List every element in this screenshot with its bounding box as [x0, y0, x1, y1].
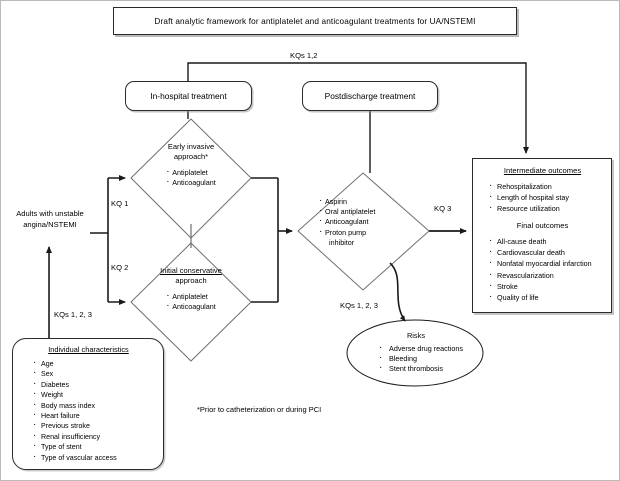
list-item: Antiplatelet [166, 291, 216, 302]
list-item: Sex [33, 368, 158, 379]
early-invasive-heading-line2: approach* [173, 152, 209, 161]
list-item-continuation: inhibitor [329, 237, 355, 247]
list-item: Diabetes [33, 379, 158, 390]
list-item: Stent thrombosis [379, 363, 463, 374]
connector-meds-to-risks [389, 262, 406, 322]
list-item: Type of stent [33, 441, 158, 452]
list-item: Age [33, 358, 158, 369]
risks-heading: Risks [406, 331, 426, 340]
final-outcomes-list: All-cause death Cardiovascular death Non… [480, 235, 605, 303]
individual-characteristics-heading: Individual characteristics [48, 345, 129, 354]
list-item: Anticoagulant [319, 216, 375, 227]
intermediate-outcomes-list: Rehospitalization Length of hospital sta… [480, 180, 605, 214]
in-hospital-treatment-box: In-hospital treatment [125, 81, 252, 111]
list-item: All-cause death [489, 235, 605, 247]
population-entry-label: Adults with unstable angina/NSTEMI [9, 209, 91, 230]
in-hospital-treatment-label: In-hospital treatment [150, 91, 227, 101]
decision-early-invasive-content: Early invasive approach* Antiplatelet An… [136, 142, 246, 190]
risks-content: Risks Adverse drug reactions Bleeding St… [357, 331, 475, 376]
early-invasive-item-list: Antiplatelet Anticoagulant [166, 167, 216, 188]
individual-characteristics-list: Age Sex Diabetes Weight Body mass index … [19, 358, 158, 463]
list-item: Stroke [489, 280, 605, 292]
initial-conservative-item-list: Antiplatelet Anticoagulant [166, 291, 216, 312]
population-entry-text: Adults with unstable angina/NSTEMI [16, 209, 84, 229]
list-item: Resource utilization [489, 202, 605, 214]
list-item: Length of hospital stay [489, 191, 605, 203]
label-kqs-1-2: KQs 1,2 [290, 51, 318, 60]
list-item: Anticoagulant [166, 177, 216, 188]
outcomes-box: Intermediate outcomes Rehospitalization … [472, 158, 612, 313]
label-kq-2: KQ 2 [111, 263, 129, 272]
label-kqs-1-2-3-characteristics: KQs 1, 2, 3 [54, 310, 92, 319]
list-item: Aspirin [319, 196, 375, 207]
initial-conservative-heading-line1: Initial conservative [160, 266, 222, 275]
final-outcomes-heading: Final outcomes [516, 221, 569, 231]
list-item: Cardiovascular death [489, 246, 605, 258]
list-item: Adverse drug reactions [379, 343, 463, 354]
list-item: Oral antiplatelet [319, 206, 375, 217]
list-item: Proton pump [319, 227, 375, 238]
list-item: Type of vascular access [33, 452, 158, 463]
list-item: Anticoagulant [166, 301, 216, 312]
risks-list: Adverse drug reactions Bleeding Stent th… [369, 343, 463, 375]
label-kq-3: KQ 3 [434, 204, 452, 213]
list-item: Rehospitalization [489, 180, 605, 192]
list-item: Renal insufficiency [33, 431, 158, 442]
page-title: Draft analytic framework for antiplatele… [154, 16, 476, 26]
decision-postdischarge-meds-content: Aspirin Oral antiplatelet Anticoagulant … [319, 196, 415, 250]
footnote-text: *Prior to catheterization or during PCI [197, 405, 322, 414]
list-item: Antiplatelet [166, 167, 216, 178]
list-item: Heart failure [33, 410, 158, 421]
list-item: Bleeding [379, 353, 463, 364]
list-item: Quality of life [489, 291, 605, 303]
label-kq-1: KQ 1 [111, 199, 129, 208]
intermediate-outcomes-heading: Intermediate outcomes [503, 166, 582, 175]
list-item: Weight [33, 389, 158, 400]
postdischarge-meds-item-list: Aspirin Oral antiplatelet Anticoagulant … [319, 196, 375, 248]
postdischarge-treatment-label: Postdischarge treatment [324, 91, 416, 101]
early-invasive-heading-line1: Early invasive [167, 142, 215, 151]
list-item: Nonfatal myocardial infarction [489, 257, 605, 269]
list-item: Revascularization [489, 269, 605, 281]
diagram-title-box: Draft analytic framework for antiplatele… [113, 7, 517, 35]
individual-characteristics-box: Individual characteristics Age Sex Diabe… [12, 338, 164, 470]
connector-kqs12-bracket [187, 62, 529, 154]
postdischarge-treatment-box: Postdischarge treatment [302, 81, 438, 111]
label-kqs-1-2-3-risks: KQs 1, 2, 3 [340, 301, 378, 310]
initial-conservative-heading-line2: approach [175, 276, 207, 285]
decision-initial-conservative-content: Initial conservative approach Antiplatel… [136, 266, 246, 314]
list-item: Body mass index [33, 400, 158, 411]
list-item: Previous stroke [33, 420, 158, 431]
